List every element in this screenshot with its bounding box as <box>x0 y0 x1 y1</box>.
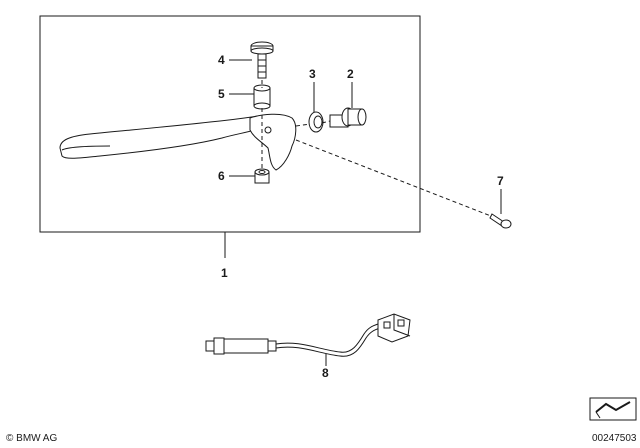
part-5-bushing <box>253 84 271 110</box>
assembly-lines <box>261 80 497 219</box>
part-3-nut <box>308 111 324 133</box>
part-8-switch <box>205 313 411 357</box>
callout-2: 2 <box>347 67 354 81</box>
document-number: 00247503 <box>592 433 637 444</box>
callout-7: 7 <box>497 174 504 188</box>
callout-8: 8 <box>322 366 329 380</box>
part-4-screw <box>250 41 274 79</box>
assembly-frame <box>39 15 421 233</box>
part-7-screw <box>489 213 512 229</box>
callout-3: 3 <box>309 67 316 81</box>
pointer-sheet-icon <box>589 397 637 421</box>
part-2-adjuster <box>329 107 367 128</box>
part-6-nut <box>254 168 270 184</box>
callout-1: 1 <box>221 266 228 280</box>
clutch-lever <box>59 113 297 171</box>
callout-6: 6 <box>218 169 225 183</box>
callout-4: 4 <box>218 53 225 67</box>
copyright-label: © BMW AG <box>6 433 58 444</box>
callout-5: 5 <box>218 87 225 101</box>
